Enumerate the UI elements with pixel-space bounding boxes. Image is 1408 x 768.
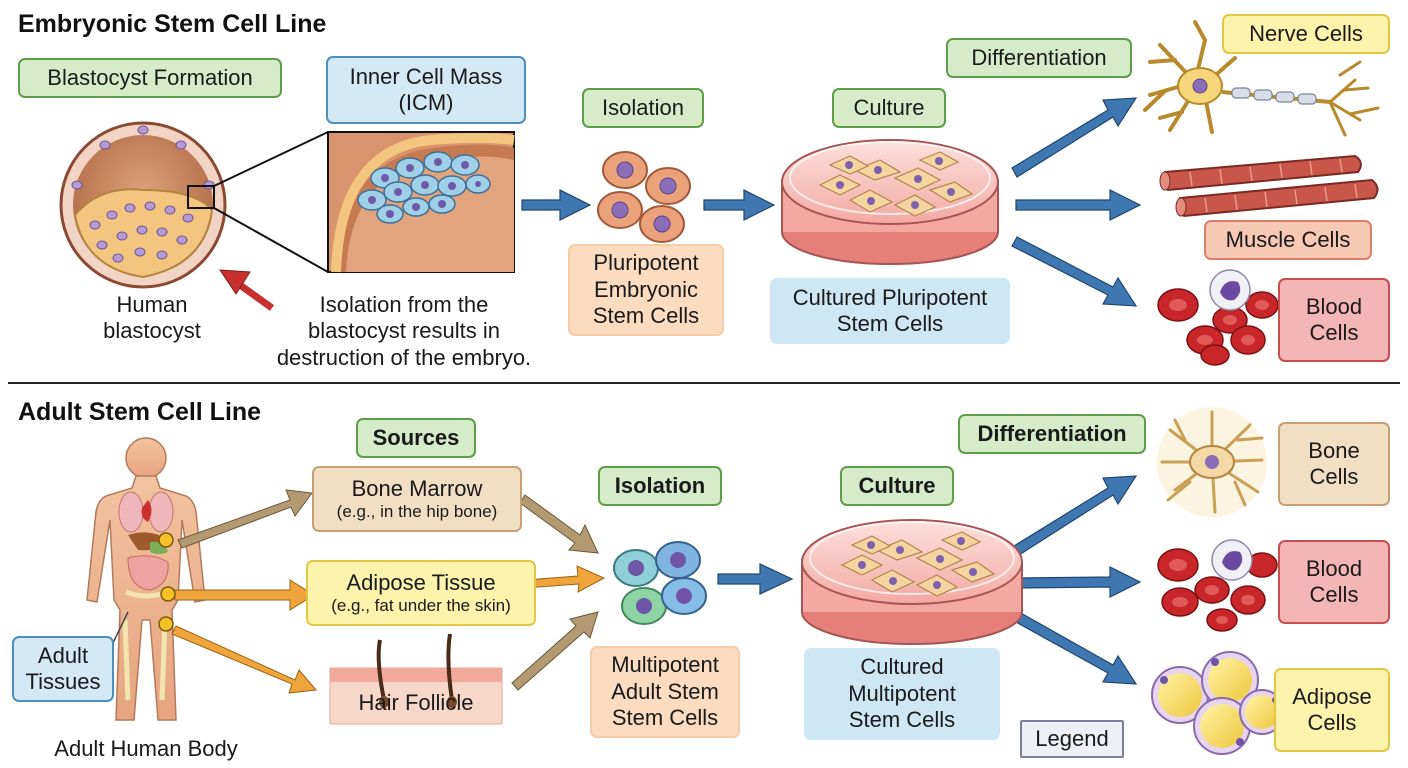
muscle-cells-label: Muscle Cells [1204, 220, 1372, 260]
adult-human-body-label: Adult Human Body [54, 736, 238, 761]
embryonic-section-title: Embryonic Stem Cell Line [18, 10, 327, 38]
icm-label: Inner Cell Mass (ICM) [326, 56, 526, 124]
bone-marrow-source: Bone Marrow (e.g., in the hip bone) [312, 466, 522, 532]
cultured-pluripotent-label: Cultured Pluripotent Stem Cells [770, 278, 1010, 344]
adult-section-title: Adult Stem Cell Line [18, 398, 262, 426]
legend-button[interactable]: Legend [1020, 720, 1124, 758]
hair-follicle-illustration [329, 633, 503, 725]
culture-label-embryonic: Culture [832, 88, 946, 128]
blastocyst-illustration [59, 121, 329, 289]
bone-marrow-label: Bone Marrow [351, 475, 483, 501]
differentiation-label-embryonic: Differentiation [946, 38, 1132, 78]
flow-arrows-adult [717, 475, 1142, 685]
source-arrows [111, 489, 606, 694]
blood-cells-illustration-top [1157, 269, 1279, 366]
adipose-tissue-label: Adipose Tissue [346, 569, 496, 595]
isolation-label-adult: Isolation [598, 466, 722, 506]
nerve-cells-label: Nerve Cells [1222, 14, 1390, 54]
blood-cells-label-adult: Blood Cells [1278, 540, 1390, 624]
bone-marrow-sublabel: (e.g., in the hip bone) [336, 502, 498, 521]
icm-zoom-illustration [327, 131, 515, 273]
flow-arrows-embryonic [521, 97, 1142, 307]
petri-dish-embryonic [781, 139, 999, 265]
isolation-label-embryonic: Isolation [582, 88, 704, 128]
blood-cells-label-embryonic: Blood Cells [1278, 278, 1390, 362]
multipotent-cells-illustration [613, 541, 707, 625]
muscle-cells-illustration [1159, 154, 1379, 218]
destruction-arrow [219, 269, 275, 311]
adipose-cells-illustration [1151, 651, 1285, 755]
nerve-cell-illustration [1143, 20, 1380, 137]
culture-label-adult: Culture [840, 466, 954, 506]
pluripotent-cells-illustration [597, 151, 691, 243]
cultured-multipotent-label: Cultured Multipotent Stem Cells [804, 648, 1000, 740]
hair-follicle-label: Hair Follicle [358, 690, 474, 715]
blood-cells-illustration-bottom [1157, 539, 1278, 632]
adult-tissues-label: Adult Tissues [12, 636, 114, 702]
blastocyst-formation-label: Blastocyst Formation [18, 58, 282, 98]
multipotent-stem-cells-label: Multipotent Adult Stem Stem Cells [590, 646, 740, 738]
pluripotent-stem-cells-label: Pluripotent Embryonic Stem Cells [568, 244, 724, 336]
adult-human-body-illustration [86, 437, 206, 721]
adipose-tissue-source: Adipose Tissue (e.g., fat under the skin… [306, 560, 536, 626]
section-divider [8, 382, 1400, 384]
bone-cell-illustration [1157, 407, 1267, 517]
isolation-note: Isolation from the blastocyst results in… [276, 292, 532, 370]
sources-label: Sources [356, 418, 476, 458]
petri-dish-adult [801, 519, 1023, 645]
human-blastocyst-label: Human blastocyst [103, 292, 201, 344]
adipose-cells-label: Adipose Cells [1274, 668, 1390, 752]
bone-cells-label: Bone Cells [1278, 422, 1390, 506]
differentiation-label-adult: Differentiation [958, 414, 1146, 454]
adipose-tissue-sublabel: (e.g., fat under the skin) [331, 596, 511, 615]
